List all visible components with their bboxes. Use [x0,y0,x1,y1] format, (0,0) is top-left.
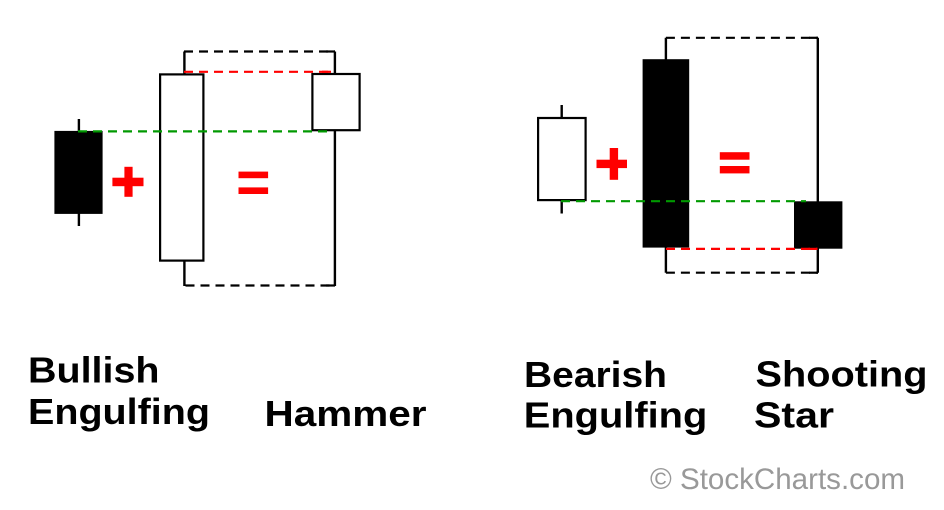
svg-text:Hammer: Hammer [265,393,427,434]
svg-text:Star: Star [754,394,834,435]
svg-text:Bearish: Bearish [524,354,667,395]
svg-text:Bullish: Bullish [28,350,160,391]
svg-text:© StockCharts.com: © StockCharts.com [650,463,905,496]
svg-text:Engulfing: Engulfing [28,391,210,432]
svg-text:Engulfing: Engulfing [524,394,708,435]
svg-text:Shooting: Shooting [756,354,928,395]
